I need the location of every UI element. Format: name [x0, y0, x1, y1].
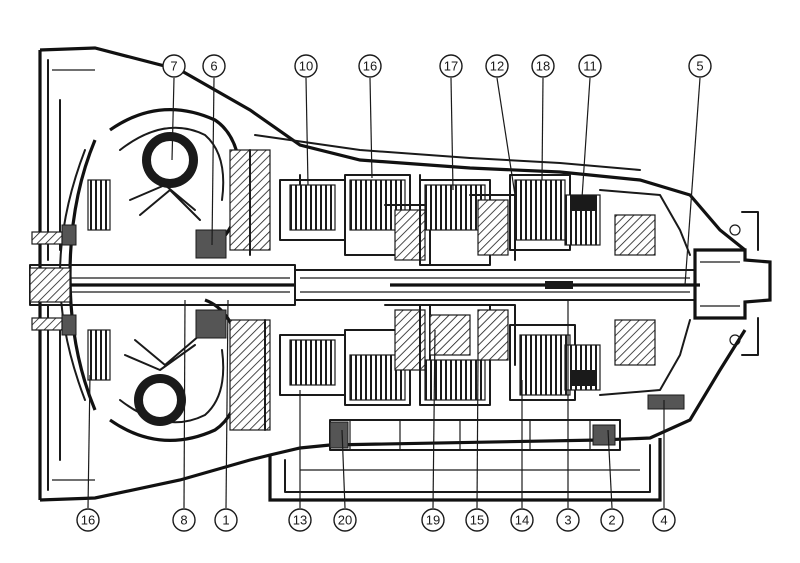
- svg-text:18: 18: [536, 59, 550, 74]
- svg-text:15: 15: [470, 513, 484, 528]
- svg-text:20: 20: [338, 513, 352, 528]
- svg-text:3: 3: [564, 513, 571, 528]
- svg-text:11: 11: [583, 59, 597, 74]
- input-shaft: [29, 264, 296, 306]
- callout-20: 20: [333, 508, 357, 532]
- svg-text:13: 13: [293, 513, 307, 528]
- svg-text:10: 10: [299, 59, 313, 74]
- callout-15: 15: [465, 508, 489, 532]
- callout-19: 19: [421, 508, 445, 532]
- svg-text:14: 14: [515, 513, 529, 528]
- callout-1: 1: [214, 508, 238, 532]
- svg-text:12: 12: [490, 59, 504, 74]
- clutch-pack-11: [564, 194, 601, 391]
- callout-14: 14: [510, 508, 534, 532]
- clutch-pack-16: [344, 174, 411, 406]
- svg-text:8: 8: [180, 513, 187, 528]
- callout-11: 11: [578, 54, 602, 78]
- callout-10: 10: [294, 54, 318, 78]
- callout-2: 2: [600, 508, 624, 532]
- svg-text:19: 19: [426, 513, 440, 528]
- svg-text:2: 2: [608, 513, 615, 528]
- callout-3: 3: [556, 508, 580, 532]
- callouts-bottom: 16 8 1 13 20 19 15 14 3 2 4: [76, 508, 676, 532]
- leader-lines: [87, 77, 701, 509]
- output-shaft: [294, 211, 772, 356]
- callout-17: 17: [439, 54, 463, 78]
- transmission-housing: [38, 46, 747, 502]
- clutch-pack-front: [279, 179, 346, 396]
- clutch-pack-17: [419, 179, 491, 406]
- svg-text:4: 4: [660, 513, 667, 528]
- clutch-pack-18: [509, 174, 576, 401]
- oil-pump-section: [195, 149, 271, 431]
- callout-7: 7: [162, 54, 186, 78]
- callout-5: 5: [688, 54, 712, 78]
- svg-text:7: 7: [170, 59, 177, 74]
- svg-text:1: 1: [222, 513, 229, 528]
- callout-18: 18: [531, 54, 555, 78]
- valve-body: [329, 419, 621, 451]
- planetary-set-middle: [469, 194, 516, 366]
- callout-13: 13: [288, 508, 312, 532]
- callout-16-top: 16: [358, 54, 382, 78]
- callout-8: 8: [172, 508, 196, 532]
- svg-text:5: 5: [696, 59, 703, 74]
- svg-text:17: 17: [444, 59, 458, 74]
- svg-text:16: 16: [81, 513, 95, 528]
- callouts-top: 7 6 10 16 17 12 18 11 5: [162, 54, 712, 78]
- svg-text:16: 16: [363, 59, 377, 74]
- callout-12: 12: [485, 54, 509, 78]
- callout-4: 4: [652, 508, 676, 532]
- callout-6: 6: [202, 54, 226, 78]
- callout-16-bottom: 16: [76, 508, 100, 532]
- svg-text:6: 6: [210, 59, 217, 74]
- rear-planetary-set: [599, 189, 691, 410]
